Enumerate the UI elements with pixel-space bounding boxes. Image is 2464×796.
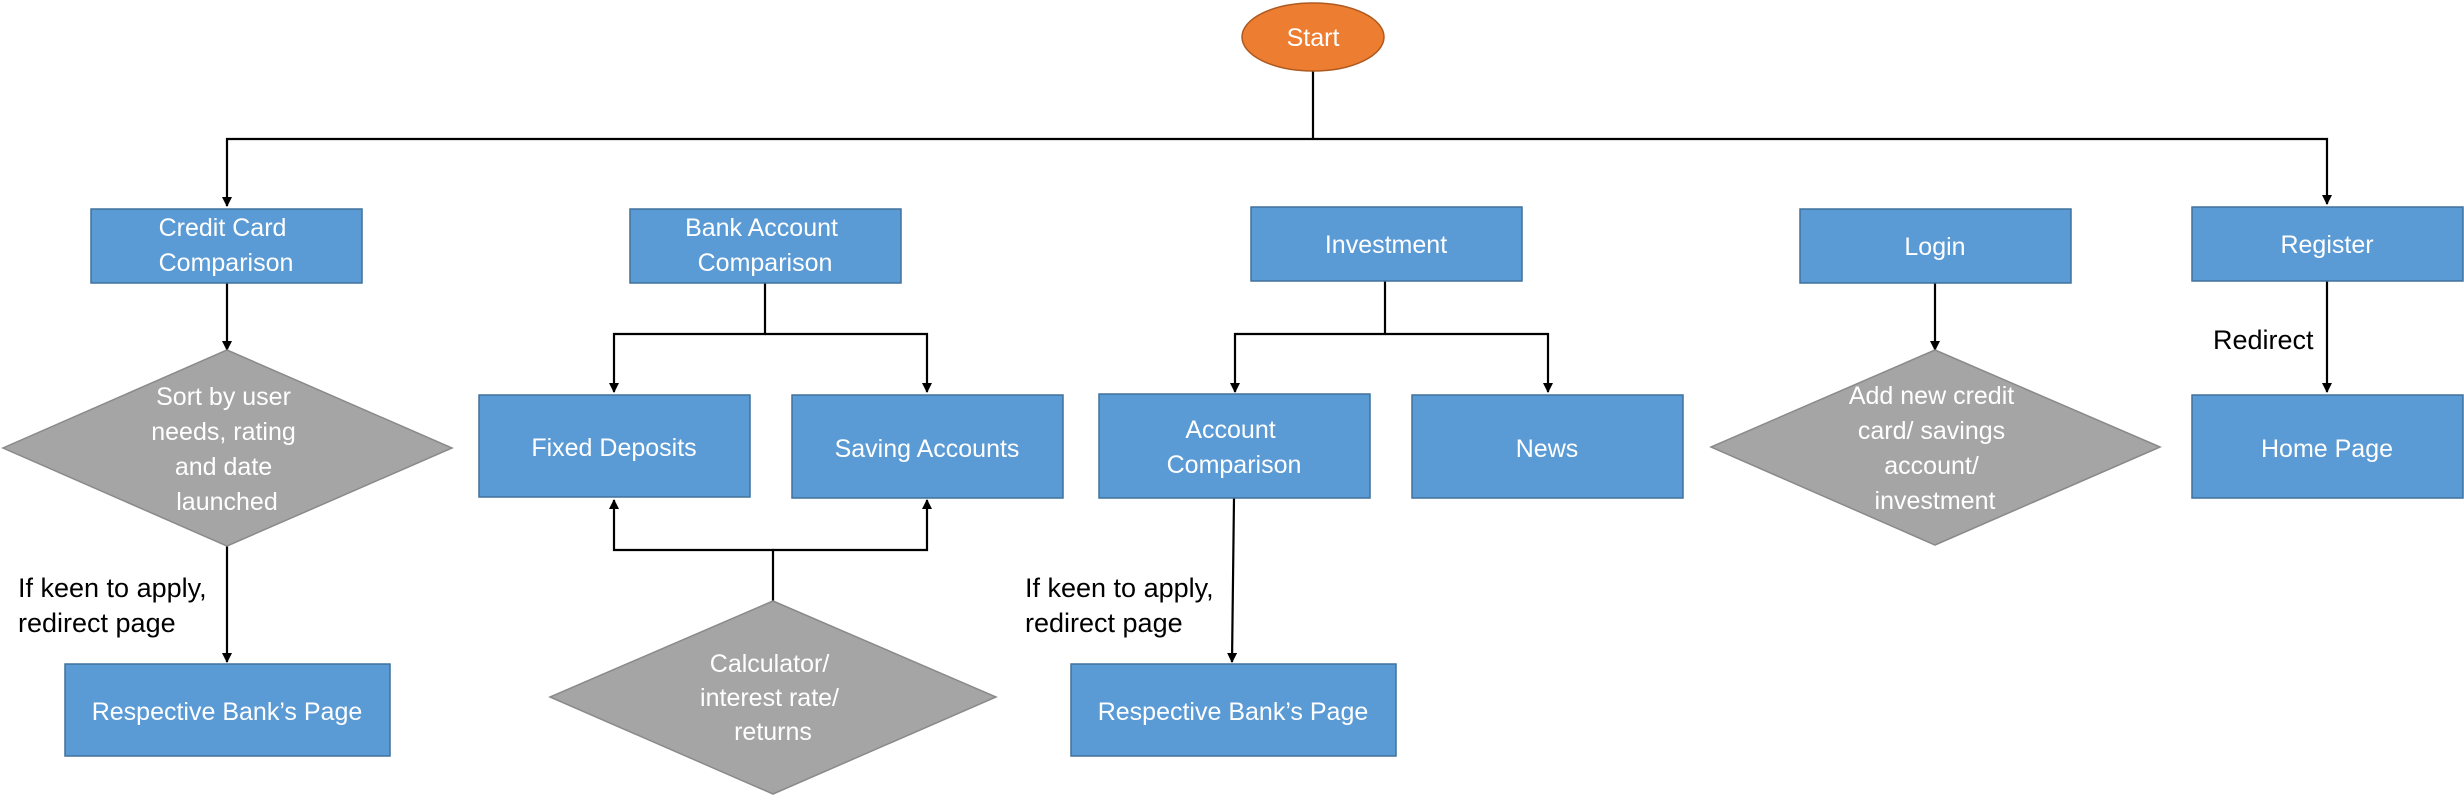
calculator-line-2: interest rate/ (700, 684, 839, 712)
connector-bank-account-split (609, 283, 767, 393)
news-label: News (1516, 435, 1579, 463)
add-new-line-2: card/ savings (1858, 417, 2005, 445)
credit-card-comparison-node: Credit Card Comparison (90, 208, 363, 284)
sort-by-line-4: launched (176, 488, 277, 516)
calculator-line-1: Calculator/ (710, 650, 830, 678)
respective-bank-page-label-2: Respective Bank’s Page (1098, 698, 1369, 726)
sort-by-label: Sort by user needs, rating and date laun… (151, 383, 303, 516)
respective-bank-page-label-1: Respective Bank’s Page (92, 698, 363, 726)
credit-card-comparison-line-2: Comparison (159, 249, 294, 277)
news-node: News (1411, 394, 1684, 499)
home-page-node: Home Page (2191, 394, 2464, 499)
edge-label-redirect: Redirect (2213, 325, 2314, 355)
sort-by-line-2: needs, rating (151, 418, 296, 446)
bank-account-comparison-line-2: Comparison (698, 249, 833, 277)
connector-calculator-to-fixed (609, 499, 775, 601)
sort-by-line-1: Sort by user (156, 383, 291, 411)
login-node: Login (1799, 208, 2072, 284)
bank-account-comparison-label: Bank Account Comparison (685, 214, 845, 277)
connector-investment-split (1230, 281, 1387, 393)
fixed-deposits-node: Fixed Deposits (478, 394, 751, 498)
add-new-label: Add new credit card/ savings account/ in… (1849, 382, 2021, 515)
edge-label-if-keen-1-line-1: If keen to apply, (18, 573, 207, 603)
login-label: Login (1904, 233, 1965, 261)
investment-node: Investment (1250, 206, 1523, 282)
credit-card-comparison-label: Credit Card Comparison (159, 214, 294, 277)
register-label: Register (2280, 231, 2373, 259)
connector-account-comparison-to-bank-page (1227, 497, 1238, 663)
edge-label-if-keen-2-line-1: If keen to apply, (1025, 573, 1214, 603)
connector-start-to-register (1313, 137, 2332, 205)
add-new-decision: Add new credit card/ savings account/ in… (1709, 349, 2162, 546)
bank-account-comparison-node: Bank Account Comparison (629, 208, 902, 284)
sort-by-line-3: and date (175, 453, 272, 481)
start-label: Start (1287, 24, 1340, 52)
connector-bank-account-to-saving (765, 332, 932, 393)
home-page-label: Home Page (2261, 435, 2393, 463)
account-comparison-label: Account Comparison (1167, 416, 1302, 479)
respective-bank-page-node-1: Respective Bank’s Page (64, 663, 391, 757)
connectors (222, 71, 2332, 663)
credit-card-comparison-line-1: Credit Card (159, 214, 287, 242)
respective-bank-page-node-2: Respective Bank’s Page (1070, 663, 1397, 757)
saving-accounts-node: Saving Accounts (791, 394, 1064, 499)
register-node: Register (2191, 206, 2464, 282)
edge-label-if-keen-1: If keen to apply, redirect page (18, 573, 214, 638)
account-comparison-node: Account Comparison (1098, 393, 1371, 499)
start-node: Start (1241, 2, 1385, 72)
connector-investment-to-news (1385, 332, 1553, 393)
investment-label: Investment (1325, 231, 1447, 259)
edge-label-if-keen-1-line-2: redirect page (18, 608, 176, 638)
calculator-label: Calculator/ interest rate/ returns (700, 650, 846, 746)
edge-label-if-keen-2: If keen to apply, redirect page (1025, 573, 1221, 638)
saving-accounts-label: Saving Accounts (835, 435, 1020, 463)
calculator-decision: Calculator/ interest rate/ returns (548, 600, 998, 795)
edge-label-if-keen-2-line-2: redirect page (1025, 608, 1183, 638)
bank-account-comparison-line-1: Bank Account (685, 214, 838, 242)
account-comparison-line-1: Account (1185, 416, 1275, 444)
fixed-deposits-label: Fixed Deposits (531, 434, 696, 462)
sort-by-decision: Sort by user needs, rating and date laun… (1, 349, 454, 547)
add-new-line-4: investment (1875, 487, 1996, 515)
connector-calculator-to-saving (773, 499, 932, 552)
connector-start-to-credit-card (222, 137, 1313, 207)
add-new-line-1: Add new credit (1849, 382, 2014, 410)
calculator-line-3: returns (734, 718, 812, 746)
add-new-line-3: account/ (1884, 452, 1979, 480)
account-comparison-line-2: Comparison (1167, 451, 1302, 479)
